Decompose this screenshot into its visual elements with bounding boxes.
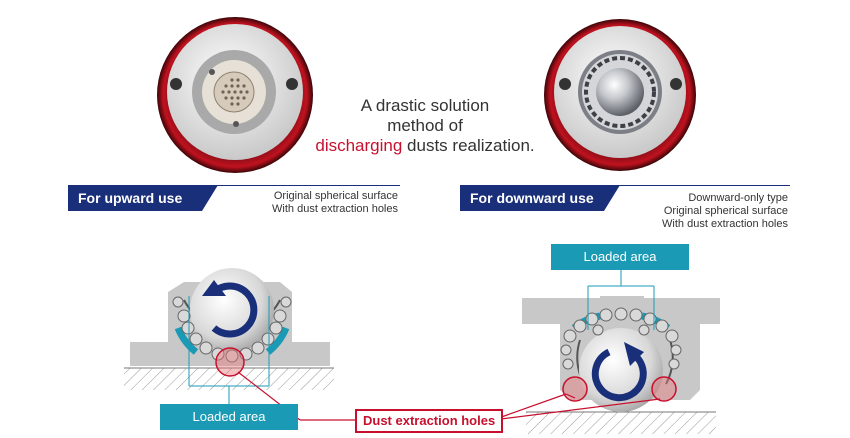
upward-tag-rule [68, 185, 400, 186]
downward-note-3: With dust extraction holes [662, 218, 788, 230]
upward-notes: Original spherical surface With dust ext… [200, 190, 398, 216]
downward-use-tag: For downward use [460, 185, 620, 211]
upward-note-2: With dust extraction holes [272, 203, 398, 215]
headline-line-2: method of [387, 116, 463, 135]
loaded-area-label-right: Loaded area [551, 244, 689, 270]
downward-notes: Downward-only type Original spherical su… [600, 192, 788, 231]
headline-line-3-rest: dusts realization. [402, 136, 535, 155]
headline-line-3: discharging dusts realization. [300, 136, 550, 156]
dust-extraction-holes-label: Dust extraction holes [355, 409, 504, 433]
headline: A drastic solution method of discharging… [300, 96, 550, 156]
loaded-area-label-left: Loaded area [160, 404, 298, 430]
downward-tag-rule [460, 185, 790, 186]
upward-use-tag: For upward use [68, 185, 218, 211]
headline-line-1: A drastic solution [360, 96, 490, 115]
downward-cross-section [522, 270, 720, 434]
downward-note-2: Original spherical surface [663, 205, 788, 217]
downward-note-1: Downward-only type [688, 192, 788, 204]
upward-cross-section [124, 268, 334, 404]
headline-accent: discharging [315, 136, 403, 155]
photo-downward-unit [544, 19, 696, 171]
photo-upward-unit [157, 17, 313, 173]
upward-note-1: Original spherical surface [273, 190, 398, 202]
